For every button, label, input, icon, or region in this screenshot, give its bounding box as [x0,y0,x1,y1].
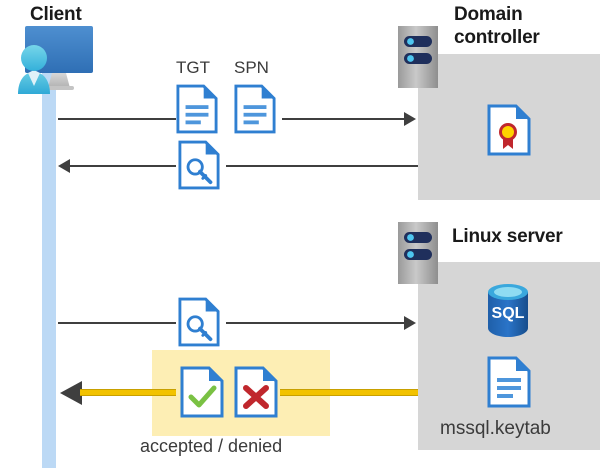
client-lifeline [42,72,56,468]
message-arrowhead-1 [404,112,416,126]
accepted-check-document-icon [180,366,224,418]
message-line-2-right [226,165,418,167]
spn-document-icon [234,84,276,134]
sql-database-icon: SQL [482,282,534,338]
accepted-denied-caption: accepted / denied [140,436,283,456]
message-line-3-right [226,322,404,324]
linux-server-title: Linux server [452,226,563,247]
key-document-icon-3 [178,297,220,347]
message-arrowhead-3 [404,316,416,330]
message-line-1-right [282,118,404,120]
spn-label: SPN [234,58,269,77]
message-arrowhead-4 [60,381,82,405]
message-line-4-right [280,389,418,396]
keytab-filename-label: mssql.keytab [440,418,551,439]
client-computer-user-icon [4,22,100,94]
domain-controller-title: Domain controller [454,3,594,49]
certificate-document-icon [487,104,531,156]
denied-cross-document-icon [234,366,278,418]
message-arrowhead-2 [58,159,70,173]
server-rack-icon-linux-server [398,222,438,284]
message-line-3-left [58,322,176,324]
tgt-label: TGT [176,58,210,77]
domain-controller-title-line1: Domain [454,4,523,25]
client-title: Client [30,4,82,25]
tgt-document-icon [176,84,218,134]
server-rack-icon-domain-controller [398,26,438,88]
message-line-1-left [58,118,176,120]
sql-database-label: SQL [492,305,525,322]
domain-controller-title-line2: controller [454,27,540,48]
message-line-4-left [80,389,176,396]
message-line-2-left [70,165,176,167]
keytab-document-icon [487,356,531,408]
key-document-icon-2 [178,140,220,190]
